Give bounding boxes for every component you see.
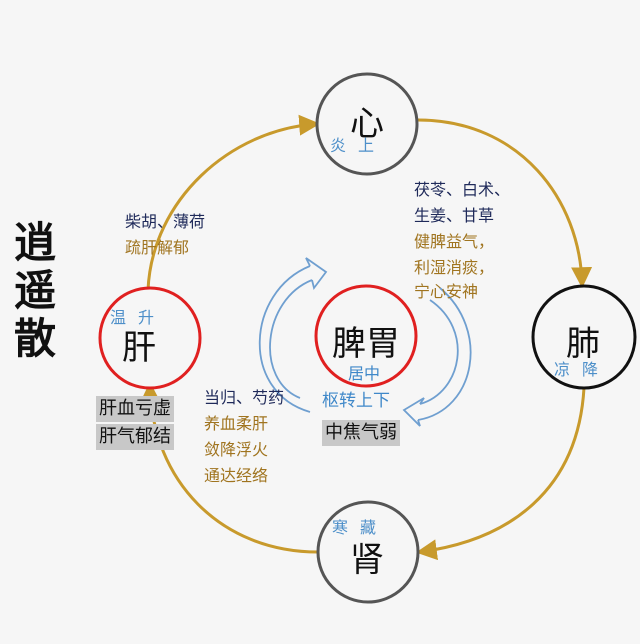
kidney-sub: 寒藏 xyxy=(332,518,389,537)
effect-lishi: 利湿消痰， xyxy=(414,258,495,277)
herbs-fuling: 茯苓、白术、 xyxy=(414,180,511,199)
herbs-shengjiang: 生姜、甘草 xyxy=(414,206,495,225)
effect-ningxin: 宁心安神 xyxy=(414,282,479,301)
effect-yangxue: 养血柔肝 xyxy=(204,414,269,433)
title-char-2: 遥 xyxy=(14,266,57,315)
liver-label: 肝 xyxy=(122,328,156,368)
effect-tongda: 通达经络 xyxy=(204,466,269,485)
effect-jianpi: 健脾益气， xyxy=(414,232,495,251)
heart-label: 心 xyxy=(350,104,384,144)
title-char-3: 散 xyxy=(14,314,57,363)
lung-sub: 凉降 xyxy=(554,360,611,379)
arc-liver-to-heart xyxy=(146,114,321,291)
box-liver-blood: 肝血亏虚 xyxy=(96,396,174,422)
box-liver-qi: 肝气郁结 xyxy=(96,424,174,450)
box-spleen-weak: 中焦气弱 xyxy=(322,420,400,446)
liver-circle xyxy=(98,286,202,390)
spleen-label: 脾胃 xyxy=(332,324,400,364)
title-char-1: 逍 xyxy=(14,218,57,267)
arc-lung-to-kidney xyxy=(415,387,586,561)
kidney-circle xyxy=(316,500,420,604)
heart-sub: 炎上 xyxy=(330,136,387,155)
herbs-chaihu: 柴胡、薄荷 xyxy=(125,212,206,231)
spleen-sub2: 枢转上下 xyxy=(322,391,390,411)
effect-shugan: 疏肝解郁 xyxy=(125,238,190,257)
lung-circle xyxy=(531,284,637,390)
swirl-arrows xyxy=(258,257,472,427)
liver-sub: 温升 xyxy=(110,308,167,327)
effect-lianjiang: 敛降浮火 xyxy=(204,440,269,459)
heart-circle xyxy=(315,72,419,176)
spleen-sub: 居中 xyxy=(348,364,381,383)
lung-label: 肺 xyxy=(566,324,600,364)
kidney-label: 肾 xyxy=(350,540,384,580)
herbs-danggui: 当归、芍药 xyxy=(204,388,285,407)
spleen-circle xyxy=(314,284,418,388)
arc-heart-to-lung xyxy=(417,118,593,289)
